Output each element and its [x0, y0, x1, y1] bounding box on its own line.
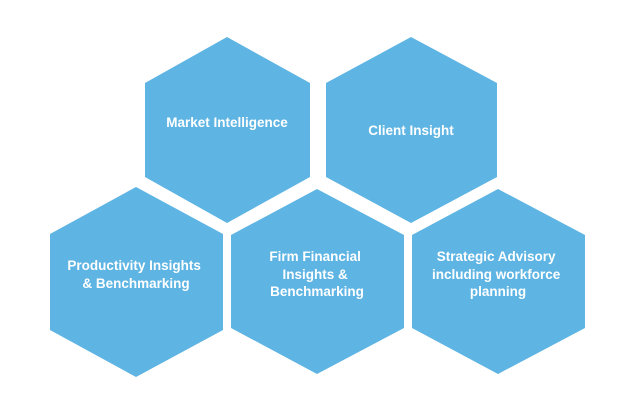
- hexagon-strategic-advisory: Strategic Advisory including workforce p…: [412, 189, 585, 374]
- hexagon-shape: [145, 37, 310, 223]
- hexagon-label: Firm Financial Insights & Benchmarking: [269, 249, 364, 299]
- hexagon-label: Productivity Insights & Benchmarking: [67, 258, 204, 291]
- hexagon-label: Market Intelligence: [166, 115, 288, 130]
- hexagon-shape: [50, 187, 223, 377]
- hexagon-label: Strategic Advisory including workforce p…: [432, 249, 564, 299]
- hexagon-shape: [326, 37, 497, 223]
- hexagon-firm-financial-insights: Firm Financial Insights & Benchmarking: [231, 189, 404, 374]
- hexagon-productivity-insights: Productivity Insights & Benchmarking: [50, 187, 223, 377]
- hexagon-label: Client Insight: [368, 123, 454, 138]
- hexagon-shape: [412, 189, 585, 374]
- hexagon-market-intelligence: Market Intelligence: [145, 37, 310, 223]
- hexagon-client-insight: Client Insight: [326, 37, 497, 223]
- hexagon-shape: [231, 189, 404, 374]
